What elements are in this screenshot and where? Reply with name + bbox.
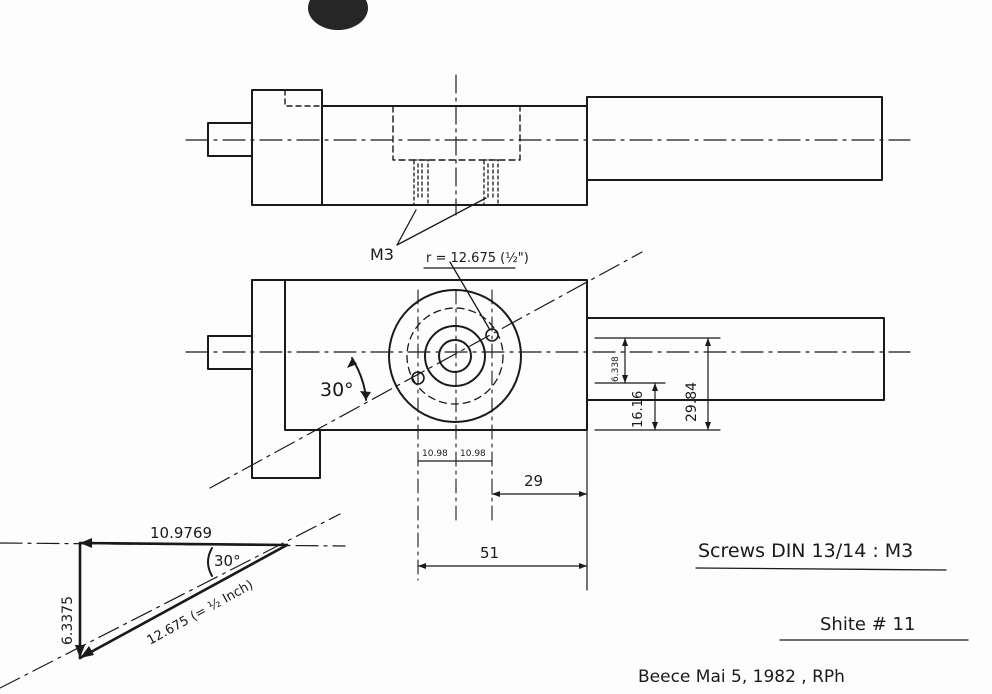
dim-29: 29	[524, 472, 543, 490]
bolt-circle	[406, 307, 504, 405]
dim-6338: 6.338	[611, 356, 621, 382]
sheet-number: Shite # 11	[820, 614, 915, 635]
angle-label: 30°	[320, 379, 354, 401]
geometry-triangle	[0, 513, 346, 689]
triangle-top-dim: 10.9769	[150, 524, 212, 542]
top-left-hidden	[284, 89, 323, 107]
radius-leader	[449, 261, 491, 331]
screws-note: Screws DIN 13/14 : M3	[698, 540, 913, 562]
m3-leaders	[396, 197, 487, 246]
top-right-cylinder	[586, 96, 883, 181]
top-left-block	[251, 89, 323, 206]
top-screw-holes	[413, 159, 499, 206]
bore-circle	[438, 339, 472, 373]
screws-underline	[695, 567, 947, 571]
signature: Beece Mai 5, 1982 , RPh	[638, 667, 845, 687]
scan-smudge	[308, 0, 368, 30]
dim-small-a: 10.98	[422, 449, 448, 459]
bottom-dimensions	[417, 429, 588, 591]
triangle-angle: 30°	[214, 552, 241, 570]
bottom-main-body	[284, 279, 588, 431]
top-view	[185, 74, 911, 216]
diagonal-centerline	[209, 251, 643, 489]
triangle-left-dim: 6.3375	[60, 596, 76, 645]
boss-circle	[424, 325, 486, 387]
dim-small-b: 10.98	[460, 449, 486, 459]
dim-1616: 16.16	[631, 391, 646, 428]
right-dimensions	[594, 337, 721, 431]
bottom-left-plate	[251, 279, 321, 479]
dim-51: 51	[480, 544, 499, 562]
outer-flange-circle	[388, 289, 522, 423]
bottom-view	[185, 251, 911, 581]
radius-label: r = 12.675 (½")	[426, 251, 529, 266]
dim-2984: 29.84	[684, 382, 700, 422]
top-main-body	[321, 105, 588, 206]
bottom-right-cylinder	[586, 317, 885, 401]
m3-label: M3	[370, 245, 394, 264]
